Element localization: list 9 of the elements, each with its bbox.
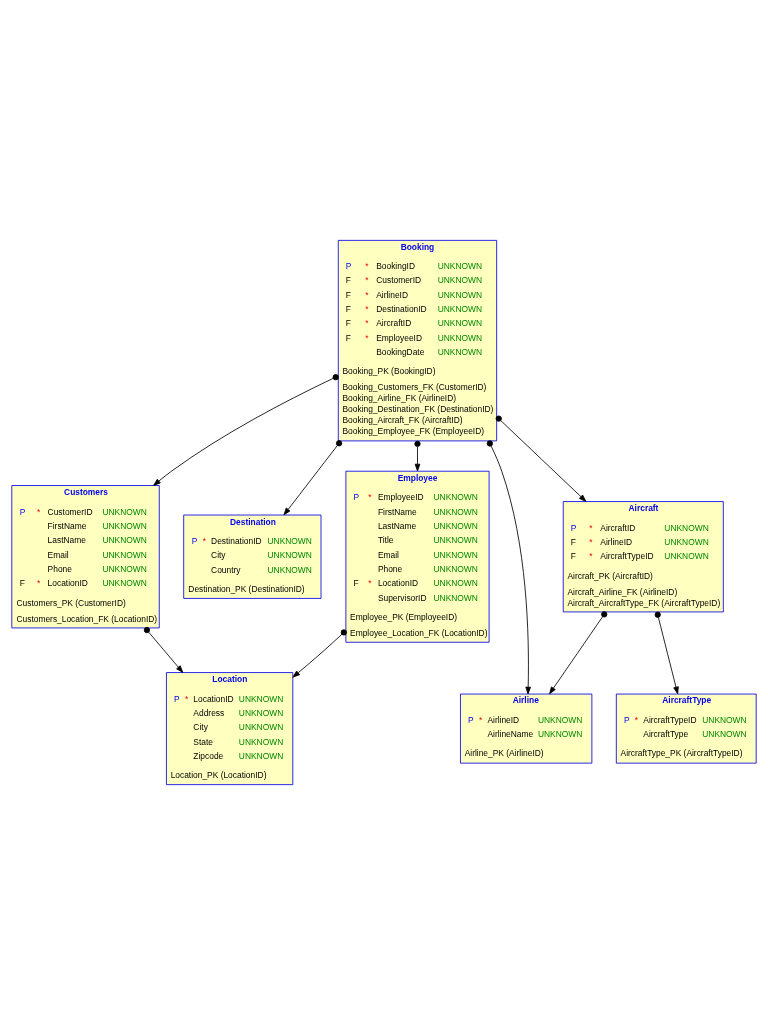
arrow: [153, 373, 339, 486]
arrow: [414, 440, 421, 471]
arrow: [143, 626, 184, 673]
arrow: [654, 611, 679, 694]
arrow: [486, 439, 531, 694]
arrow: [292, 628, 347, 678]
arrow: [283, 439, 343, 515]
arrow: [549, 610, 608, 694]
arrow: [495, 415, 587, 502]
